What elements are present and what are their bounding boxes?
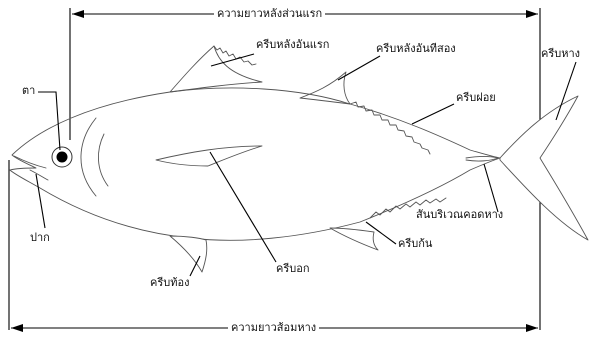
gill-cover-line: [80, 117, 97, 197]
anal-leader-line: [365, 221, 397, 245]
keel-leader-line: [483, 163, 499, 213]
second-dorsal-fin-label: ครีบหลังอันทีสอง: [376, 42, 456, 55]
caudal-leader-line: [555, 61, 577, 121]
fish-body-outline: [9, 87, 501, 241]
finlets-label: ครีบฝอย: [456, 91, 496, 104]
mouth-line: [13, 155, 47, 169]
pelvic-leader-line: [189, 255, 201, 277]
caudal-fin-label: ครีบหาง: [541, 47, 581, 60]
pectoral-leader-line: [209, 151, 277, 263]
first-dorsal-spines: [213, 45, 257, 66]
first-dorsal-fin-shape: [169, 45, 263, 93]
pectoral-fin-shape: [155, 145, 263, 167]
fork-length-arrow-left-head: [72, 10, 84, 18]
dorsal-finlets: [349, 101, 431, 155]
second-dorsal-leader-line: [337, 55, 381, 81]
total-length-arrow-right-head: [526, 324, 538, 332]
mouth-leader-line: [35, 173, 46, 229]
caudal-fin-shape: [499, 95, 589, 241]
anal-fin-label: ครีบก้น: [398, 237, 433, 250]
eye-leader-line: [38, 91, 61, 151]
finlets-leader-line: [411, 103, 455, 125]
lower-jaw-line: [29, 169, 49, 181]
anal-fin-shape: [329, 227, 379, 251]
total-length-label: ความยาวส้อมหาง: [228, 321, 320, 335]
total-length-arrow-left-head: [11, 324, 23, 332]
pelvic-fin-label: ครีบท้อง: [150, 276, 190, 289]
mouth-label: ปาก: [30, 231, 50, 244]
eye-label: ตา: [22, 84, 36, 97]
pelvic-fin-shape: [169, 235, 208, 273]
gill-cover-inner-line: [98, 133, 109, 187]
caudal-keel-shape: [465, 156, 499, 162]
caudal-keel-label: สันบริเวณคอดหาง: [416, 208, 504, 221]
first-dorsal-leader-line: [210, 53, 255, 67]
first-dorsal-fin-label: ครีบหลังอันแรก: [256, 38, 330, 51]
fork-length-label: ความยาวหลังส่วนแรก: [214, 7, 326, 21]
second-dorsal-fin-shape: [299, 71, 351, 105]
ventral-finlets: [369, 197, 447, 219]
eye-pupil: [56, 151, 68, 163]
fork-length-arrow-right-head: [526, 10, 538, 18]
pectoral-fin-label: ครีบอก: [276, 262, 310, 275]
